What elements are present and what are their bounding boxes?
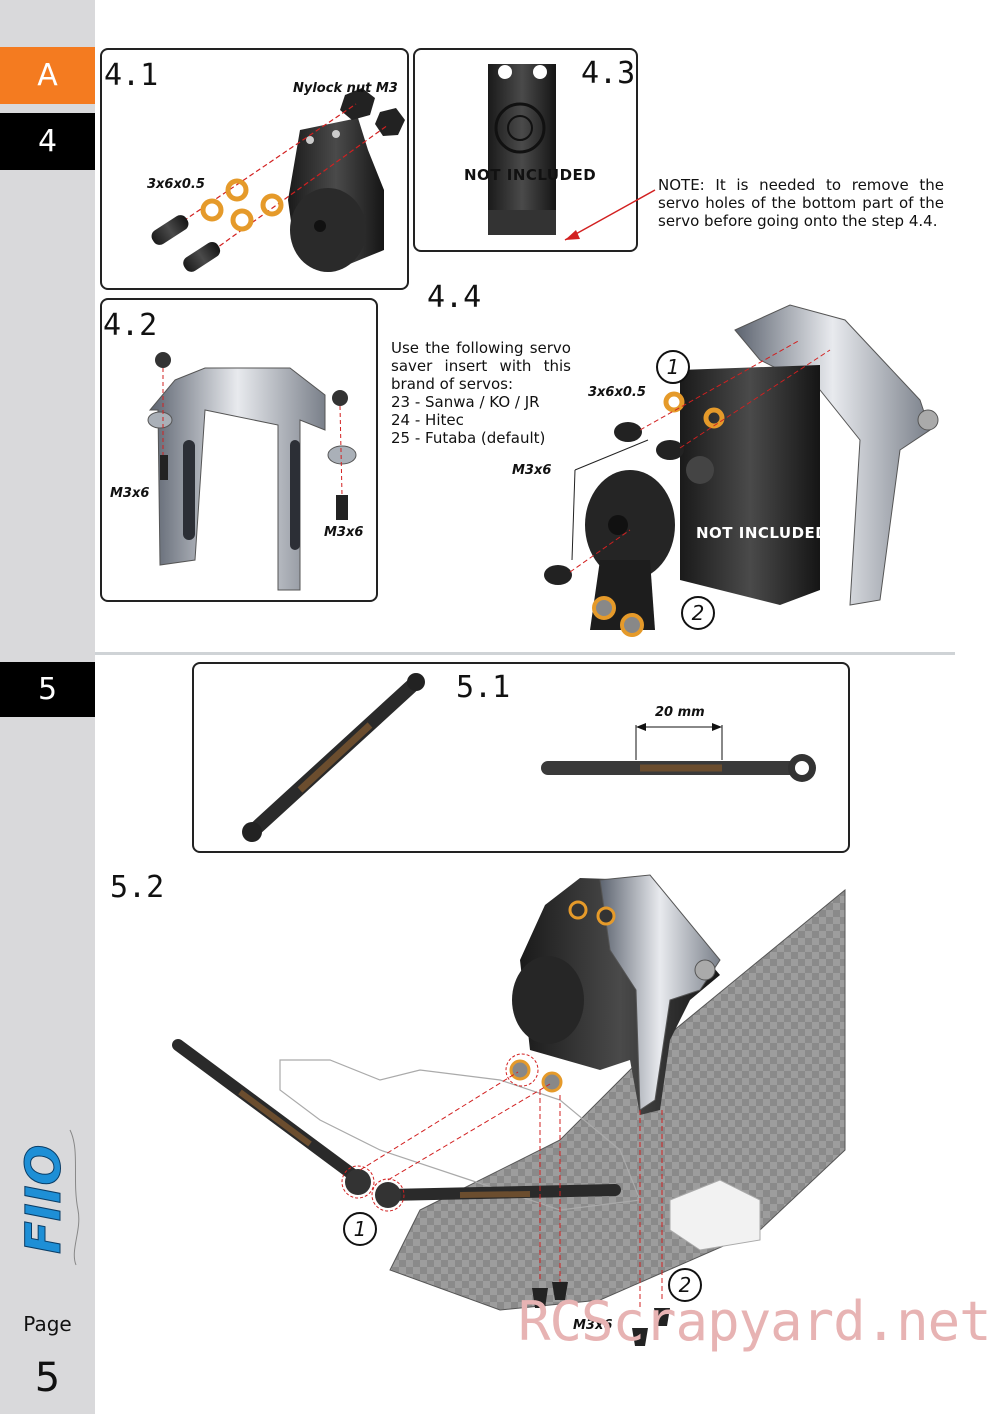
screw-label-4-2-right: M3x6 [324, 525, 364, 540]
instruction-line: 24 - Hitec [391, 411, 464, 429]
step-5-1-number: 5.1 [456, 670, 511, 705]
step-4-2-number: 4.2 [103, 308, 158, 343]
step-4-2-illustration [147, 352, 357, 591]
callout-5-2-1: 1 [343, 1212, 377, 1246]
instruction-line: 23 - Sanwa / KO / JR [391, 393, 540, 411]
callout-4-4-2: 2 [681, 596, 715, 630]
page-number: 5 [34, 1355, 61, 1401]
servo-insert-instructions: Use the following servo saver insert wit… [391, 339, 571, 447]
instruction-line: saver insert with this [391, 357, 571, 375]
step-4-3-illustration [488, 64, 656, 241]
step-5-2-illustration [172, 874, 846, 1346]
screw-label-4-2-left: M3x6 [110, 486, 150, 501]
svg-text:FIIO: FIIO [16, 1145, 72, 1254]
step-tab-4: 4 [0, 113, 95, 170]
watermark: RCScrapyard.net [518, 1290, 992, 1353]
step-5-2-number: 5.2 [110, 870, 165, 905]
step-4-1-illustration [151, 88, 405, 272]
washer-label-4-4: 3x6x0.5 [588, 385, 646, 400]
step-tab-5: 5 [0, 662, 95, 717]
section-divider [95, 652, 955, 655]
instruction-line: brand of servos: [391, 375, 514, 393]
screw-label-4-4: M3x6 [512, 463, 552, 478]
callout-4-4-1: 1 [656, 350, 690, 384]
brand-logo: FIIO [16, 1129, 80, 1266]
screw-label-5-2: M3x6 [573, 1318, 613, 1333]
step-4-3-number: 4.3 [581, 56, 636, 91]
step-5-1-illustration [242, 673, 816, 842]
dimension-label-5-1: 20 mm [655, 705, 705, 720]
instruction-line: 25 - Futaba (default) [391, 429, 546, 447]
not-included-4-3: NOT INCLUDED [464, 166, 597, 184]
nylock-nut-label: Nylock nut M3 [293, 81, 398, 96]
instruction-line: Use the following servo [391, 339, 571, 357]
step-4-1-number: 4.1 [104, 58, 159, 93]
step-4-4-number: 4.4 [427, 280, 482, 315]
section-tab-a: A [0, 47, 95, 104]
step-4-4-illustration [544, 304, 939, 637]
step-5-1-box [192, 662, 850, 853]
callout-5-2-2: 2 [668, 1268, 702, 1302]
washer-label-4-1: 3x6x0.5 [147, 177, 205, 192]
page-label: Page [23, 1312, 72, 1336]
servo-note: NOTE: It is needed to remove the servo h… [658, 176, 944, 230]
not-included-4-4: NOT INCLUDED [696, 524, 829, 542]
